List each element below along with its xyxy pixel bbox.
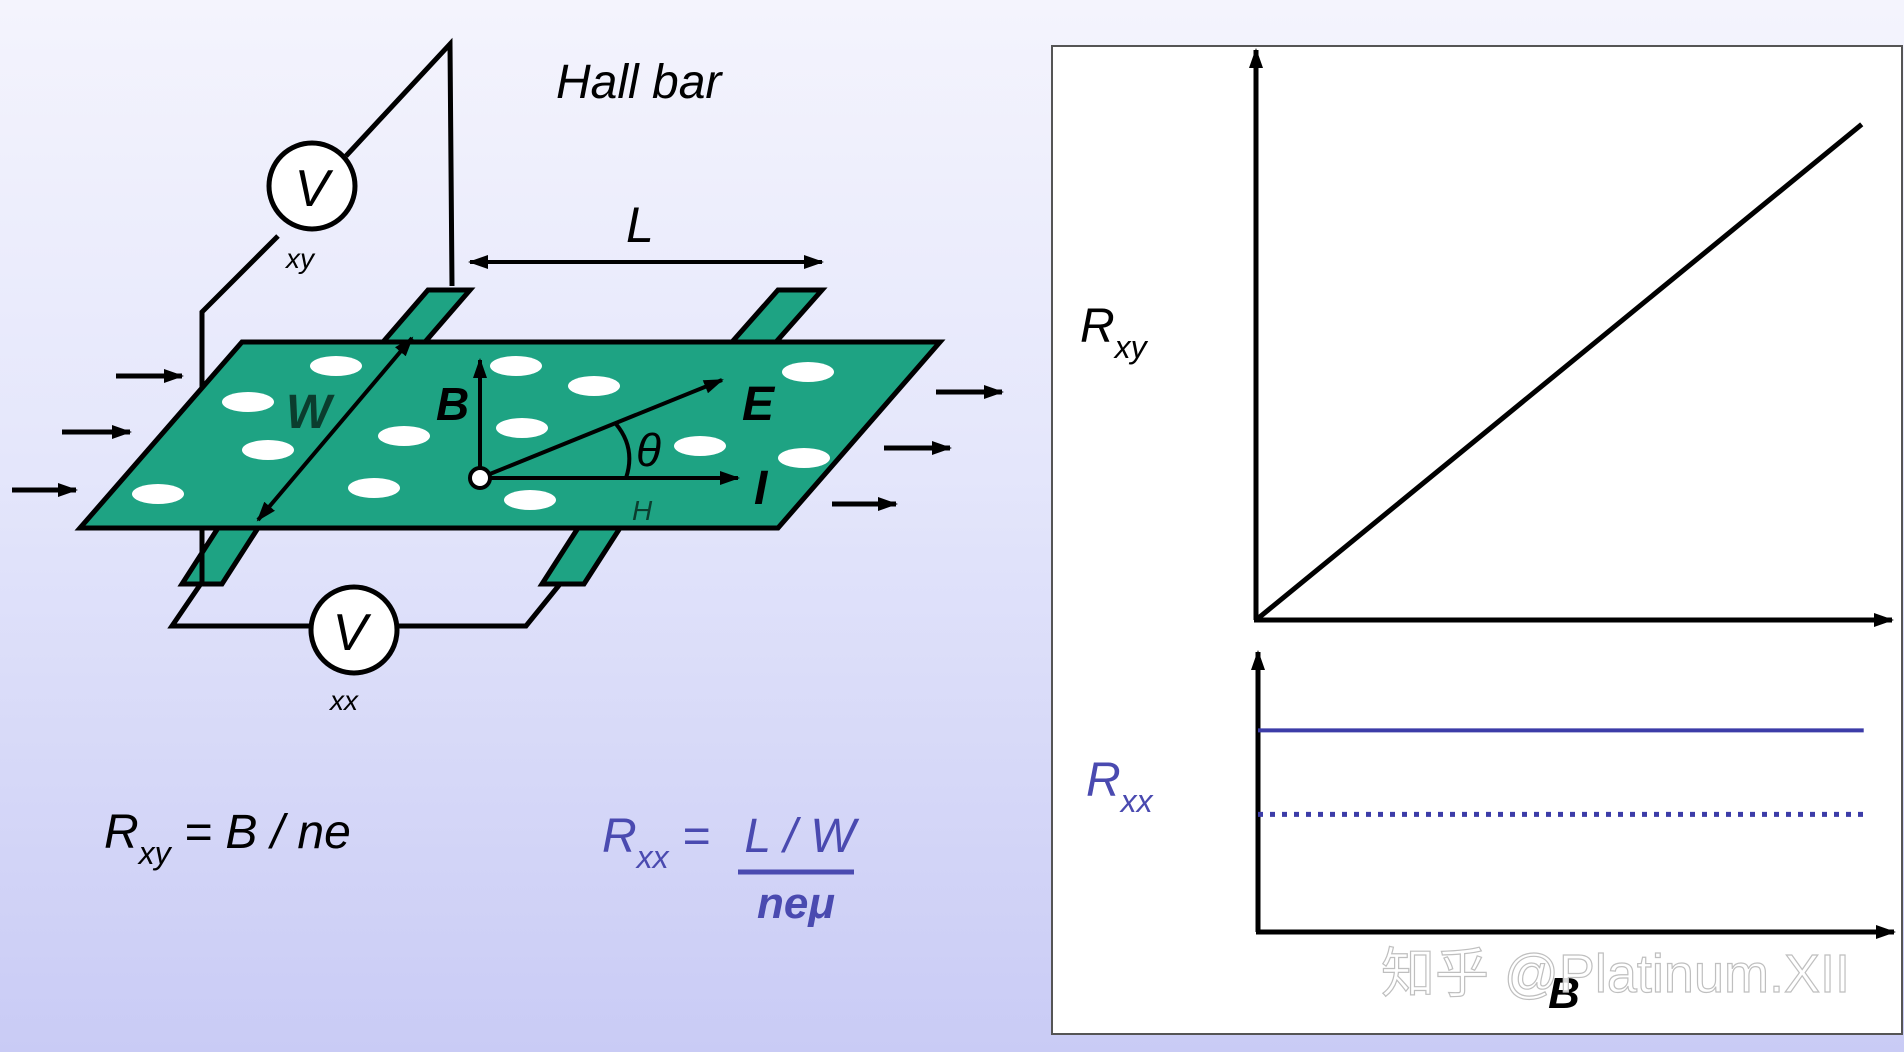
vector-E-arrow xyxy=(479,378,724,480)
watermark: 知乎 @Platinum.XII xyxy=(1381,944,1850,1004)
svg-text:neμ: neμ xyxy=(757,879,835,928)
voltmeter-xy: V xy xyxy=(266,140,358,274)
svg-text:V: V xyxy=(333,604,372,662)
label-theta-sub: H xyxy=(632,495,653,526)
label-W: W xyxy=(286,386,335,439)
svg-text:xx: xx xyxy=(328,685,359,716)
svg-text:Rxy = B / ne: Rxy = B / ne xyxy=(104,806,351,871)
wire-xx xyxy=(396,582,562,629)
rxx-xlabel: B xyxy=(1548,969,1580,1018)
hall-bar-tab xyxy=(377,287,476,345)
label-E: E xyxy=(742,378,776,431)
diagram-title: Hall bar xyxy=(556,56,723,109)
angle-arc xyxy=(614,422,632,479)
svg-text:L / W: L / W xyxy=(744,810,860,863)
rxx-ylabel: Rxx xyxy=(1086,754,1154,819)
rxx-chart: Rxx B xyxy=(1086,650,1896,1018)
label-L: L xyxy=(626,197,654,253)
wire-xx xyxy=(167,528,316,629)
rxy-chart: Rxy xyxy=(1080,48,1894,627)
voltmeter-xx: V xx xyxy=(308,584,400,716)
label-theta: θ xyxy=(636,424,661,476)
origin-point xyxy=(468,466,492,490)
label-B: B xyxy=(436,378,469,430)
formula-rxy: Rxy = B / ne xyxy=(104,806,351,871)
hall-bar-diagram: V xy V xx Hall bar L W B E θ H I xyxy=(12,37,1004,716)
chart-panel xyxy=(1051,45,1903,1035)
dimension-W-arrow xyxy=(256,336,414,522)
hall-bar-tab xyxy=(177,525,263,587)
wire-xy-top xyxy=(344,37,455,287)
hall-bar-tab xyxy=(726,287,828,345)
svg-text:Rxx =: Rxx = xyxy=(602,810,710,875)
svg-text:xy: xy xyxy=(284,243,316,274)
wire-xy xyxy=(199,234,280,372)
hall-bar-tab xyxy=(537,525,625,587)
rxy-series-line xyxy=(1254,122,1864,622)
svg-text:V: V xyxy=(295,160,334,218)
label-I: I xyxy=(754,462,769,515)
formula-rxx: Rxx = L / W neμ xyxy=(602,810,860,928)
rxy-ylabel: Rxy xyxy=(1080,300,1149,365)
